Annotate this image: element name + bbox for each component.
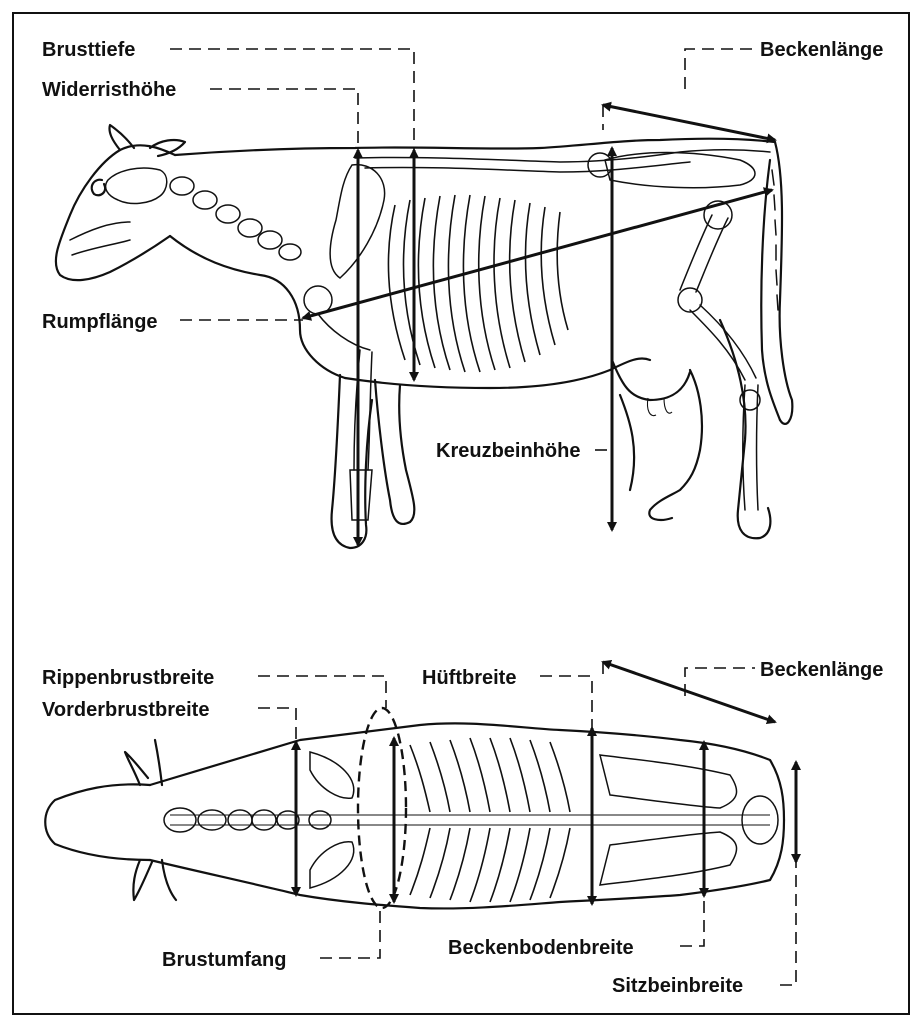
cow-top-skeleton — [164, 752, 778, 888]
label-sitzbeinbreite: Sitzbeinbreite — [612, 975, 743, 997]
brustumfang-ellipse — [358, 708, 406, 908]
leader-lines-side — [170, 49, 755, 450]
label-beckenlaenge-side: Beckenlänge — [760, 39, 883, 61]
label-vorderbrustbreite: Vorderbrustbreite — [42, 699, 209, 721]
label-rumpflaenge: Rumpflänge — [42, 311, 158, 333]
beckenlaenge-arrow-side — [603, 105, 775, 140]
label-hueftbreite: Hüftbreite — [422, 667, 516, 689]
label-kreuzbeinhoehe: Kreuzbeinhöhe — [436, 440, 580, 462]
label-brustumfang: Brustumfang — [162, 949, 286, 971]
top-view: Rippenbrustbreite Vorderbrustbreite Hüft… — [42, 659, 883, 997]
side-view: Brusttiefe Widerristhöhe Beckenlänge Rum… — [42, 39, 883, 548]
beckenlaenge-arrow-top — [603, 662, 775, 722]
label-beckenbodenbreite: Beckenbodenbreite — [448, 937, 634, 959]
label-brusttiefe: Brusttiefe — [42, 39, 135, 61]
label-rippenbrustbreite: Rippenbrustbreite — [42, 667, 214, 689]
label-widerristhoehe: Widerristhöhe — [42, 79, 176, 101]
cow-top-ribs — [410, 738, 570, 902]
label-beckenlaenge-top: Beckenlänge — [760, 659, 883, 681]
